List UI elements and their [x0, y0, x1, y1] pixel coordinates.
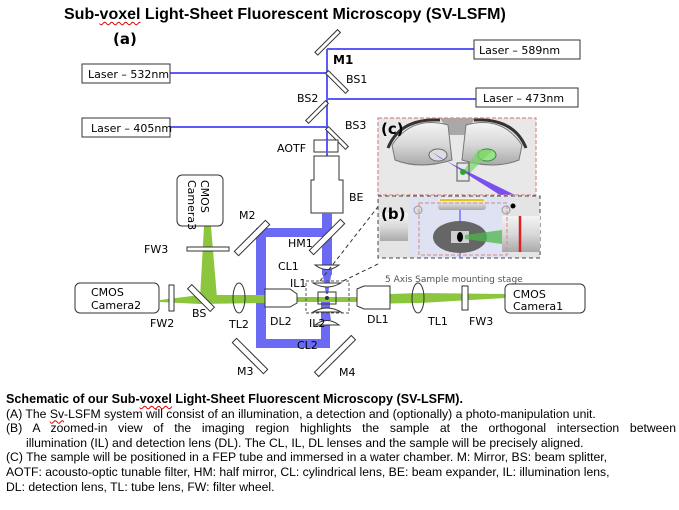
- filter-wheel-fw3-right: [461, 285, 469, 311]
- caption-heading-pre: Schematic of our Sub-: [6, 392, 140, 406]
- laser-473-box: Laser – 473nm: [475, 87, 579, 108]
- mirror-m3: [231, 337, 269, 375]
- caption-a-pre: (A) The: [6, 406, 50, 421]
- laser-473-label: Laser – 473nm: [483, 92, 564, 105]
- half-mirror-hm1: [308, 218, 346, 256]
- tube-lens-tl1: [411, 282, 425, 314]
- title-prefix: Sub-: [64, 6, 100, 23]
- camera2-line1: CMOS: [91, 286, 124, 299]
- mirror-m2: [233, 219, 271, 257]
- label-bs3: BS3: [345, 119, 366, 132]
- label-fw3-top: FW3: [144, 243, 168, 256]
- inset-b-render: (b): [377, 195, 541, 259]
- label-cl1: CL1: [278, 260, 299, 273]
- label-aotf: AOTF: [277, 142, 306, 155]
- tube-lens-tl2: [232, 282, 246, 314]
- illumination-lens-il1: [311, 282, 343, 288]
- filter-wheel-fw2: [168, 284, 175, 312]
- detection-lens-dl1: [356, 285, 391, 310]
- cylindrical-lens-cl2: [313, 320, 341, 326]
- laser-beams: [170, 48, 476, 153]
- caption-b-line2: illumination (IL) and detection lens (DL…: [26, 435, 584, 450]
- inset-c-render: (c): [377, 117, 537, 196]
- camera3-line1: CMOS: [198, 180, 211, 213]
- label-m1: M1: [333, 53, 353, 67]
- label-m3: M3: [237, 365, 254, 378]
- caption-b-line1: (B) A zoomed-in view of the imaging regi…: [6, 421, 676, 436]
- figure-caption: Schematic of our Sub-voxel Light-Sheet F…: [6, 392, 676, 494]
- mirror-m1: [314, 28, 342, 56]
- caption-heading-squiggle: voxel: [139, 392, 172, 406]
- inset-c-border: [377, 117, 537, 196]
- caption-heading-post: Light-Sheet Fluorescent Microscopy (SV-L…: [171, 392, 463, 406]
- sample-chamber: [317, 291, 337, 305]
- panel-label-a: (a): [113, 30, 137, 48]
- cmos-camera3: CMOS Camera3: [176, 174, 224, 230]
- label-cl2: CL2: [297, 339, 318, 352]
- detection-lens-dl2: [264, 288, 298, 308]
- panel-label-c: (c): [381, 120, 404, 138]
- caption-a-post: -LSFM system will consist of an illumina…: [64, 406, 596, 421]
- filter-wheel-fw3-top: [186, 246, 230, 252]
- label-bs2: BS2: [297, 92, 318, 105]
- label-fw2: FW2: [150, 317, 174, 330]
- optical-schematic: (a) Laser – 532nm Laser – 589nm Laser – …: [74, 28, 586, 379]
- laser-589-box: Laser – 589nm: [473, 39, 581, 60]
- laser-589-label: Laser – 589nm: [479, 44, 560, 57]
- laser-532-box: Laser – 532nm: [81, 63, 171, 84]
- caption-c-line2: AOTF: acousto-optic tunable filter, HM: …: [6, 464, 610, 479]
- laser-405-box: Laser – 405nm: [81, 117, 172, 138]
- title-rest: Light-Sheet Fluorescent Microscopy (SV-L…: [140, 6, 506, 23]
- cylindrical-lens-cl1: [313, 264, 341, 270]
- label-hm1: HM1: [288, 237, 313, 250]
- beam-expander: [310, 155, 344, 214]
- beam-splitter-bs3: [324, 125, 350, 151]
- camera1-line1: CMOS: [513, 288, 546, 301]
- label-bs1: BS1: [346, 73, 367, 86]
- label-il1: IL1: [290, 277, 306, 290]
- beam-splitter-bs1: [324, 69, 350, 95]
- label-m4: M4: [339, 366, 356, 379]
- camera1-line2: Camera1: [513, 300, 563, 313]
- label-fw3-right: FW3: [469, 315, 493, 328]
- stage-label: 5 Axis Sample mounting stage: [385, 275, 523, 285]
- illumination-lens-il2: [311, 307, 343, 313]
- caption-a-squiggle: Sv: [49, 406, 65, 421]
- mirror-m4: [313, 334, 357, 378]
- caption-c-line1: (C) The sample will be positioned in a F…: [6, 450, 608, 465]
- beam-splitter-bs2: [304, 99, 330, 125]
- cmos-camera1: CMOS Camera1: [504, 283, 586, 314]
- caption-heading: Schematic of our Sub-voxel Light-Sheet F…: [6, 392, 676, 407]
- caption-c-line3: DL: detection lens, TL: tube lens, FW: f…: [6, 479, 275, 494]
- camera3-line2: Camera3: [185, 180, 198, 230]
- sample-region-box: [305, 280, 350, 314]
- label-il2: IL2: [309, 317, 325, 330]
- cmos-camera2: CMOS Camera2: [74, 282, 160, 314]
- label-dl2: DL2: [270, 315, 292, 328]
- title-squiggle-word: voxel: [99, 6, 141, 23]
- label-be: BE: [349, 191, 364, 204]
- laser-532-label: Laser – 532nm: [88, 68, 169, 81]
- label-m2: M2: [239, 209, 256, 222]
- panel-label-b: (b): [381, 205, 405, 223]
- beam-splitter-bs: [186, 283, 216, 313]
- figure-title: Sub-voxel Light-Sheet Fluorescent Micros…: [64, 6, 506, 24]
- camera2-line2: Camera2: [91, 299, 141, 312]
- label-bs: BS: [192, 307, 206, 320]
- mirror-chain: [304, 28, 350, 151]
- label-tl2: TL2: [228, 318, 249, 331]
- label-dl1: DL1: [367, 313, 389, 326]
- caption-a: (A) The Sv-LSFM system will consist of a…: [6, 407, 676, 422]
- laser-405-label: Laser – 405nm: [91, 122, 172, 135]
- label-tl1: TL1: [427, 315, 448, 328]
